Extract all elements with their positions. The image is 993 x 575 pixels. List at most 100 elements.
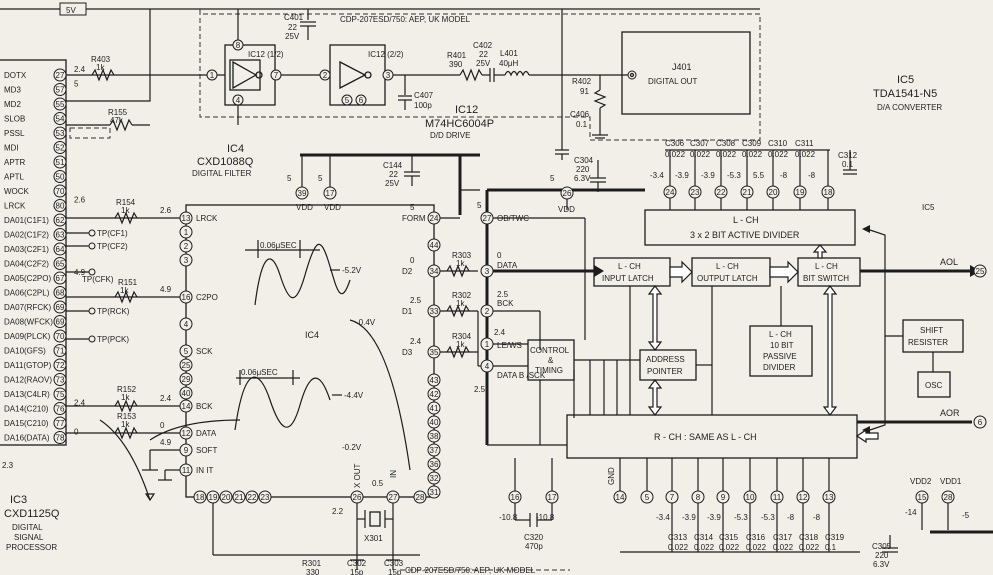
c402-val: 22 [479, 50, 488, 59]
output-latch-l1: L - CH [716, 262, 739, 271]
ic3-pin-circle [53, 228, 67, 241]
ic3-pin-number: 57 [56, 86, 65, 95]
ic5-top-cap-value: 0.022 [690, 150, 711, 159]
ic5-pin-27: 27 [483, 214, 492, 223]
r153-ref: R153 [117, 412, 137, 421]
l401-val: 40μH [499, 59, 519, 68]
ic3-pin-number: 54 [56, 115, 65, 124]
ic4-right-pin-voltage: 5 [410, 203, 415, 212]
ic3-pin-circle [53, 416, 67, 430]
ic4-right-pin-circle [427, 415, 441, 429]
ic3-pin-circle [53, 170, 67, 183]
ic3-pin-signal: DA08(WFCK) [4, 318, 53, 327]
ic4-left-pin-signal: C2PO [196, 293, 218, 302]
ic4-left-pin-signal: LRCK [196, 214, 218, 223]
ic4-bottom-pin-circle [245, 490, 259, 504]
ic5-vdd2: VDD2 [910, 477, 932, 486]
ic3-pin-signal: DA04(C2F2) [4, 260, 49, 269]
ic4-bottom-pin-circle [219, 490, 233, 504]
ic5-top-cap-ref: C310 [768, 139, 788, 148]
ic4-left-pin-circle [179, 344, 193, 358]
ic4-left-pin-circle [179, 463, 193, 477]
ic5-top-pin-voltage: -8 [780, 171, 788, 180]
ic3-pin-circle [53, 141, 67, 154]
ic3-pin-circle [53, 213, 67, 227]
ic5-bottom-pin-circle [640, 490, 654, 504]
ic3-pin-number: 63 [56, 231, 65, 240]
ic3-pin-number: 51 [56, 158, 65, 167]
ic4-bottom-pin-number: 19 [209, 493, 218, 502]
ic3-pin-signal: SLOB [4, 115, 25, 124]
ic5-pin-4: 4 [485, 362, 490, 371]
ic3-pin-voltage: 0 [74, 428, 79, 437]
wave2-v1: -4.4V [344, 391, 364, 400]
ic3-pin-number: 68 [56, 289, 65, 298]
ic4-vdd-a: VDD [296, 203, 313, 212]
ic5-pin-26: 26 [563, 189, 572, 198]
ic5-pin-15-v: -14 [905, 508, 917, 517]
ic4-xin-v: 0.5 [372, 479, 384, 488]
j401-label: DIGITAL OUT [648, 77, 697, 86]
ic3-pin-signal: DA09(PLCK) [4, 332, 51, 341]
ic4-right-pin-voltage: 2.5 [410, 296, 422, 305]
ic4-left-pin-circle [179, 372, 193, 386]
output-latch-l2: OUTPUT LATCH [697, 274, 758, 283]
ic5-pin-28: 28 [944, 493, 953, 502]
ic5-bottom-pin-gnd: GND [607, 467, 616, 485]
c320-ref: C320 [524, 533, 544, 542]
ic4-left-pin-circle [179, 211, 193, 225]
c401-volt: 25V [285, 32, 300, 41]
c320-val: 470p [525, 542, 543, 551]
c402-volt: 25V [476, 59, 491, 68]
control-l3: TIMING [535, 366, 563, 375]
decoupling-caps: C144 22 25V C304 220 6.3V [383, 155, 606, 192]
ic3-pin-signal: MD2 [4, 100, 21, 109]
wave1-v2: -0.4V [356, 318, 376, 327]
ic5-top-pin-number: 18 [824, 188, 833, 197]
ic4-left-pin-number: 40 [182, 389, 191, 398]
ic5-role: D/A CONVERTER [877, 103, 942, 112]
ic4-right-pin-circle [427, 485, 441, 499]
ic4-left-pin-signal: SCK [196, 347, 213, 356]
ic4-bottom-pin-number: 21 [235, 493, 244, 502]
ic12-gate1-label: IC12 (1/2) [248, 50, 284, 59]
ic4-right-pin-voltage: 0 [410, 256, 415, 265]
tp-rck: TP(RCK) [97, 307, 130, 316]
ic3-pin-signal: APTR [4, 158, 26, 167]
ic4-left-pin-signal: BCK [196, 402, 213, 411]
ic12-pin-2: 2 [323, 71, 328, 80]
ic5-pin-2: 2 [485, 307, 490, 316]
r155-val: 47k [110, 116, 124, 125]
r402-val: 91 [580, 87, 589, 96]
ic5-bottom-pin-number: 10 [746, 493, 755, 502]
r303-ref: R303 [452, 251, 472, 260]
ic4-bottom-pin-circle [193, 490, 207, 504]
digital-out-chain: R401 390 C402 22 25V L401 40μH R402 91 C… [398, 9, 630, 160]
ic5-top-pin-number: 21 [743, 188, 752, 197]
ic4-right-pin-number: 33 [430, 307, 439, 316]
shift-l1: SHIFT [920, 326, 943, 335]
ic5-top-pin-voltage: -5.3 [727, 171, 741, 180]
ic5-bottom-pin-number: 7 [670, 493, 675, 502]
ic3-pin-signal: DA07(RFCK) [4, 303, 51, 312]
ic5-part: TDA1541-N5 [873, 88, 937, 100]
rch-label: R - CH : SAME AS L - CH [654, 432, 757, 442]
ic4-left-pin-signal: IN IT [196, 466, 213, 475]
ic5-top-cap-value: 0.022 [716, 150, 737, 159]
ic4-left-pin-number: 14 [182, 402, 191, 411]
ic3-pin-signal: MDI [4, 144, 19, 153]
ic5-pin-28-v: -5 [962, 511, 970, 520]
ic3-pin-signal: DA05(C2PO) [4, 274, 51, 283]
r301-val: 330 [306, 568, 320, 575]
ic4-left-pin-circle [179, 443, 193, 457]
ic5-top-cap-value: 0.022 [768, 150, 789, 159]
ic3-pin-number: 64 [56, 245, 65, 254]
ic4-right-pin-circle [427, 471, 441, 485]
ic3-pin-circle [53, 300, 67, 314]
ic5-bottom-cap-value: 0.022 [799, 543, 820, 552]
ic5-bottom-cap-ref: C318 [799, 533, 819, 542]
cap-c401: C401 22 25V [284, 9, 316, 41]
active-divider-l2: 3 x 2 BIT ACTIVE DIVIDER [690, 230, 800, 240]
